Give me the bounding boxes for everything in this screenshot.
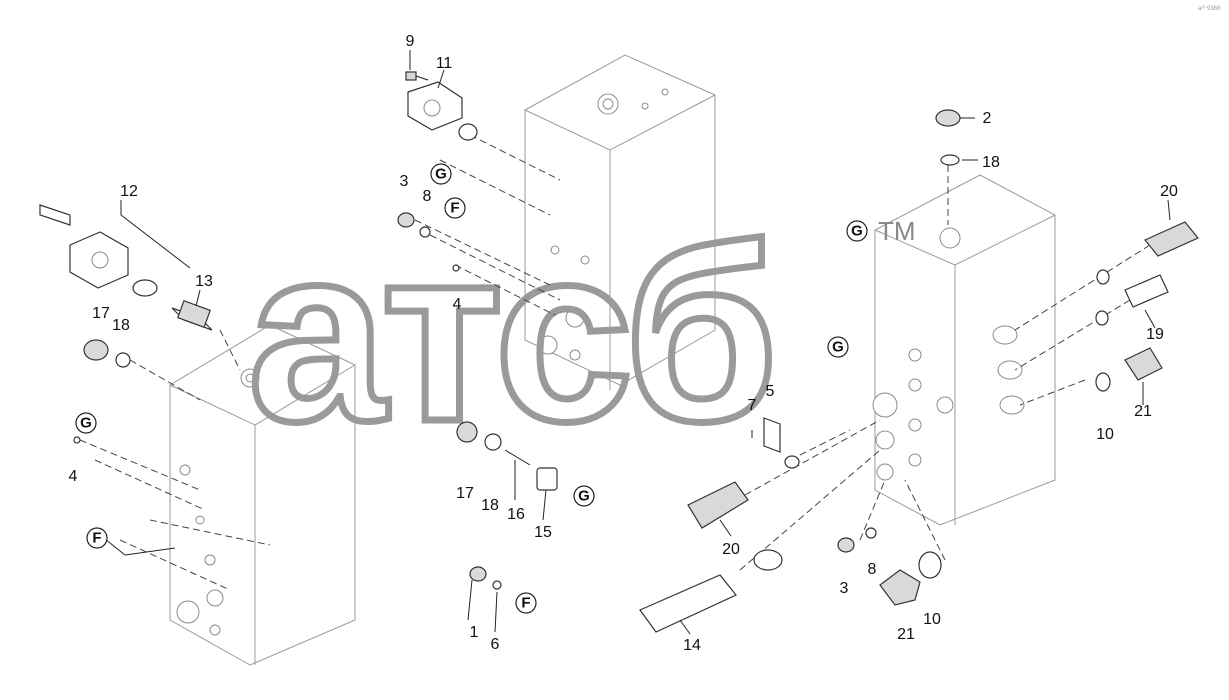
callout-4-center: 4 [453, 296, 462, 313]
callout-10-right: 10 [1096, 426, 1114, 443]
part-group-15-16-17-18 [456, 421, 558, 491]
part-filter-5 [751, 417, 781, 453]
part-cap-3-right [837, 527, 877, 553]
callout-8-right: 8 [868, 561, 877, 578]
watermark-trademark: TM [878, 216, 916, 246]
callout-18-center: 18 [481, 497, 499, 514]
callout-1: 1 [470, 624, 479, 641]
callout-labels: 9 11 12 13 17 18 4 3 8 4 17 18 16 15 1 6… [69, 33, 1178, 654]
callout-15: 15 [534, 524, 552, 541]
part-flange-plate-11 [407, 81, 478, 141]
callout-5: 5 [766, 383, 775, 400]
connector-g-1: G [435, 166, 447, 183]
part-bracket-12 [39, 204, 158, 297]
part-ball-4-left [73, 436, 81, 444]
callout-8-center: 8 [423, 188, 432, 205]
part-bolt-9 [405, 71, 429, 81]
part-ball-4-center [452, 264, 460, 272]
callout-17-center: 17 [456, 485, 474, 502]
label-leaders [99, 50, 1171, 635]
corner-mark: a²³ 9368 [1198, 6, 1221, 12]
part-cap-17-left [83, 339, 131, 368]
connector-f-1: F [450, 200, 459, 217]
part-plug-2 [935, 109, 961, 166]
callout-3-center: 3 [400, 173, 409, 190]
callout-20-right: 20 [1160, 183, 1178, 200]
connector-markers: G F G F G F G G [75, 163, 868, 614]
assembly-lines [79, 134, 1151, 591]
connector-f-2: F [92, 530, 101, 547]
valve-block-center [524, 54, 716, 390]
connector-g-4: G [851, 223, 863, 240]
callout-21-right: 21 [1134, 403, 1152, 420]
callout-17-left: 17 [92, 305, 110, 322]
watermark-text: атсб [248, 194, 772, 473]
callout-19: 19 [1146, 326, 1164, 343]
callout-18-right: 18 [982, 154, 1000, 171]
callout-6: 6 [491, 636, 500, 653]
connector-g-5: G [832, 339, 844, 356]
callout-20-center: 20 [722, 541, 740, 558]
connector-f-3: F [521, 595, 530, 612]
callout-4-left: 4 [69, 468, 78, 485]
connector-g-3: G [578, 488, 590, 505]
valve-block-left [169, 324, 356, 666]
part-plug-1-and-washer-6 [469, 566, 502, 590]
part-relief-valve-20-right [1096, 221, 1199, 285]
part-cap-3-center [397, 212, 431, 238]
callout-16: 16 [507, 506, 525, 523]
callout-13: 13 [195, 273, 213, 290]
callout-18-left: 18 [112, 317, 130, 334]
callout-12: 12 [120, 183, 138, 200]
part-valve-19 [1095, 274, 1169, 326]
valve-block-right [872, 174, 1056, 526]
callout-10-lower: 10 [923, 611, 941, 628]
part-valve-14 [639, 549, 783, 633]
callout-21-lower: 21 [897, 626, 915, 643]
callout-3-right: 3 [840, 580, 849, 597]
part-valve-21-lower [879, 551, 942, 606]
callout-11: 11 [436, 55, 453, 72]
part-plug-13 [171, 299, 213, 331]
callout-14: 14 [683, 637, 701, 654]
callout-7: 7 [748, 397, 757, 414]
callout-2: 2 [983, 110, 992, 127]
part-relief-valve-20-center [687, 455, 800, 529]
callout-9: 9 [406, 33, 415, 50]
part-valve-21-right [1095, 347, 1163, 392]
connector-g-2: G [80, 415, 92, 432]
